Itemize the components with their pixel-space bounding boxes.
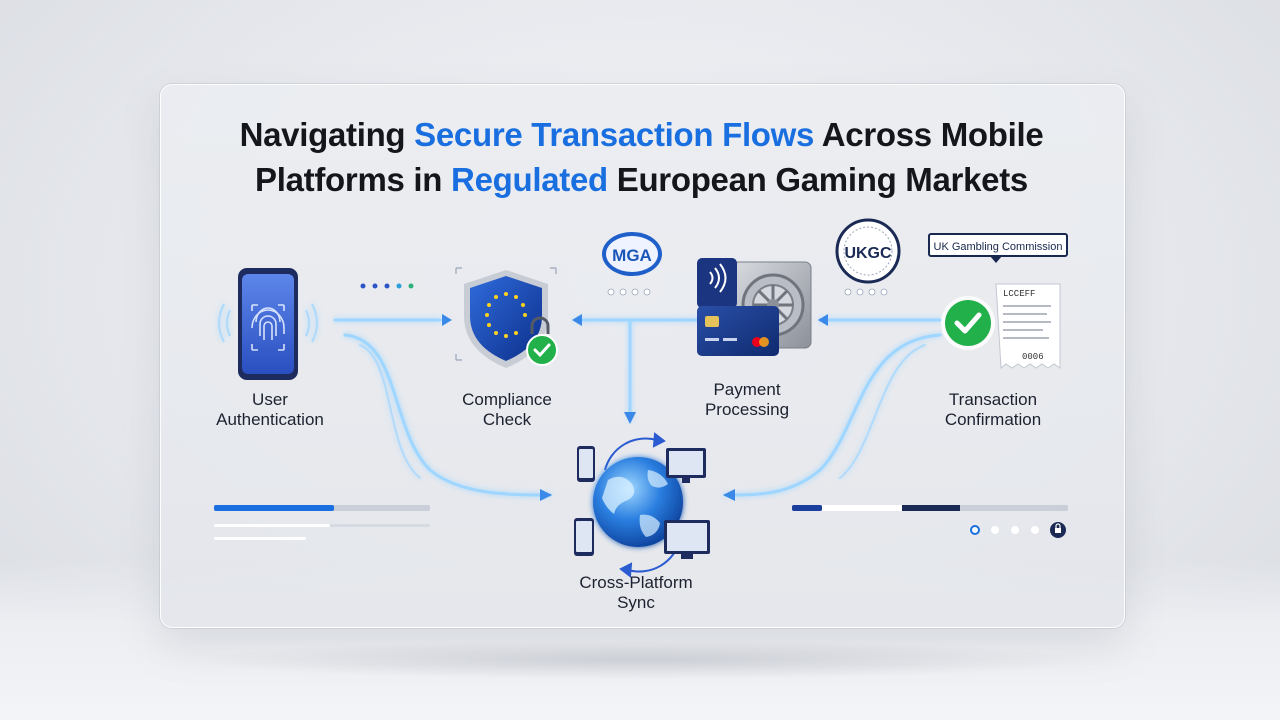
ukgc-callout: UK Gambling Commission	[928, 233, 1068, 263]
check-circle-icon	[941, 296, 995, 350]
flow-lines	[333, 318, 942, 497]
flow-confirm-to-sync	[723, 333, 942, 497]
title-text: Across Mobile	[814, 116, 1044, 153]
lock-icon	[1050, 522, 1066, 538]
phone-icon	[574, 518, 594, 556]
progress-bars-right	[792, 505, 1068, 511]
progress-dots-2	[607, 288, 651, 296]
progress-bars-left	[214, 505, 430, 540]
step-label-line: Processing	[704, 400, 790, 419]
receipt-icon: LCCEFF 0006	[995, 283, 1061, 369]
step-label-line: Sync	[617, 593, 655, 612]
title-text: Platforms in	[255, 161, 452, 198]
step-label-line: Confirmation	[944, 410, 1042, 429]
credit-card-icon	[697, 306, 779, 356]
monitor-icon	[664, 520, 710, 559]
panel-shadow	[190, 640, 1090, 680]
globe-sync-icon	[593, 457, 683, 547]
ukgc-badge: UKGC	[835, 218, 901, 284]
title-text: European Gaming Markets	[607, 161, 1029, 198]
contactless-icon	[697, 258, 737, 308]
title-text: Navigating	[239, 116, 415, 153]
step-label-sync: Cross-Platform Sync	[556, 573, 716, 613]
ukgc-badge-text: UKGC	[844, 245, 892, 262]
step-label-payment: Payment Processing	[670, 380, 824, 420]
pagination-dots	[970, 525, 1039, 535]
progress-dots-1	[360, 283, 414, 289]
mga-badge: MGA	[602, 232, 662, 276]
receipt-amount: 0006	[1022, 352, 1044, 362]
step-label-line: User	[252, 390, 288, 409]
title-highlight: Secure Transaction Flows	[414, 116, 815, 153]
step-label-confirmation: Transaction Confirmation	[912, 390, 1074, 430]
fingerprint-icon	[218, 268, 318, 380]
step-label-authentication: User Authentication	[190, 390, 350, 430]
step-label-line: Cross-Platform	[579, 573, 693, 592]
step-label-line: Transaction	[948, 390, 1038, 409]
step-label-line: Payment	[713, 380, 781, 399]
step-label-compliance: Compliance Check	[430, 390, 584, 430]
progress-dots-3	[844, 288, 888, 296]
title-highlight: Regulated	[451, 161, 608, 198]
flow-arrowheads	[442, 314, 828, 501]
step-label-line: Check	[482, 410, 532, 429]
eu-shield-icon	[455, 267, 557, 368]
receipt-header: LCCEFF	[1003, 289, 1035, 299]
monitor-icon	[666, 448, 706, 483]
mga-badge-text: MGA	[612, 246, 652, 265]
lock-check-icon	[526, 316, 558, 366]
step-label-line: Compliance	[462, 390, 552, 409]
phone-icon	[577, 446, 595, 482]
page-title: Navigating Secure Transaction Flows Acro…	[160, 112, 1123, 202]
step-label-line: Authentication	[216, 410, 324, 429]
flow-auth-to-sync	[343, 333, 552, 497]
